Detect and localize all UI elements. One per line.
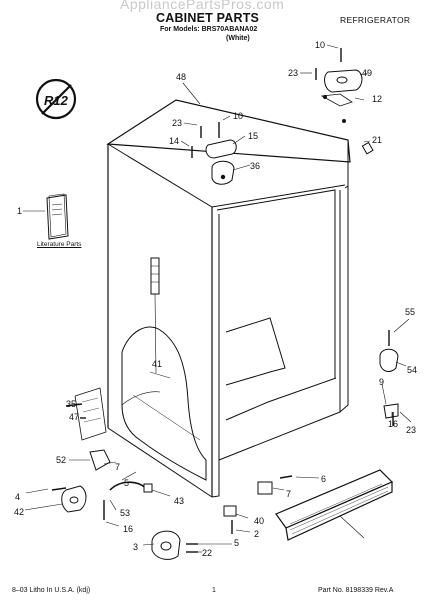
part-21-clip [361, 141, 374, 155]
callout-22: 22 [202, 548, 212, 558]
bracket-parts-6-16 [223, 475, 293, 534]
page-title: CABINET PARTS [156, 11, 260, 25]
top-hinge-center [191, 122, 237, 185]
tube-part-43 [103, 481, 153, 520]
caster-part-4 [51, 485, 87, 513]
callout-10: 10 [233, 111, 243, 121]
callout-1: 1 [17, 206, 22, 216]
callout-23: 23 [406, 425, 416, 435]
callout-2: 2 [254, 529, 259, 539]
lower-hinge-right [379, 330, 399, 426]
lower-hinge-left [65, 403, 111, 471]
callout-3: 3 [133, 542, 138, 552]
leader-lines [23, 44, 412, 553]
callout-42: 42 [14, 507, 24, 517]
callout-52: 52 [56, 455, 66, 465]
callout-4: 4 [15, 492, 20, 502]
callout-43: 43 [174, 496, 184, 506]
callout-55: 55 [405, 307, 415, 317]
callout-6: 6 [321, 474, 326, 484]
callout-23: 23 [288, 68, 298, 78]
callout-41: 41 [152, 359, 162, 369]
callout-5: 5 [234, 538, 239, 548]
r12-badge-text: R12 [44, 93, 68, 108]
callout-7: 7 [115, 462, 120, 472]
callout-54: 54 [407, 365, 417, 375]
callout-48: 48 [176, 72, 186, 82]
r12-badge [35, 78, 77, 120]
models-line: For Models: BRS70ABANA02 [160, 26, 258, 33]
callout-21: 21 [372, 135, 382, 145]
callout-53: 53 [120, 508, 130, 518]
footer-page-number: 1 [212, 587, 216, 594]
callout-16: 16 [123, 524, 133, 534]
callout-5: 5 [124, 478, 129, 488]
watermark: AppliancePartsPros.com [120, 0, 285, 12]
cabinet-shell [74, 99, 351, 498]
callout-49: 49 [362, 68, 372, 78]
roller-part-2 [151, 530, 198, 560]
callout-23: 23 [172, 118, 182, 128]
top-hinge-right [315, 48, 363, 123]
footer-part-number: Part No. 8198339 Rev.A [318, 587, 394, 594]
literature-parts-label: Literature Parts [37, 241, 82, 248]
literature-booklet [46, 193, 69, 240]
footer-litho: 8–03 Litho In U.S.A. (kdj) [12, 587, 91, 594]
callout-12: 12 [372, 94, 382, 104]
callout-47: 47 [69, 412, 79, 422]
callout-7: 7 [286, 489, 291, 499]
callout-15: 15 [248, 131, 258, 141]
callout-35: 35 [66, 399, 76, 409]
callout-9: 9 [379, 377, 384, 387]
toe-grille [275, 469, 394, 541]
appliance-type: REFRIGERATOR [340, 15, 411, 25]
callout-36: 36 [250, 161, 260, 171]
callout-10: 10 [315, 40, 325, 50]
callout-14: 14 [169, 136, 179, 146]
callout-16: 16 [388, 419, 398, 429]
color-line: (White) [226, 35, 250, 42]
callout-40: 40 [254, 516, 264, 526]
